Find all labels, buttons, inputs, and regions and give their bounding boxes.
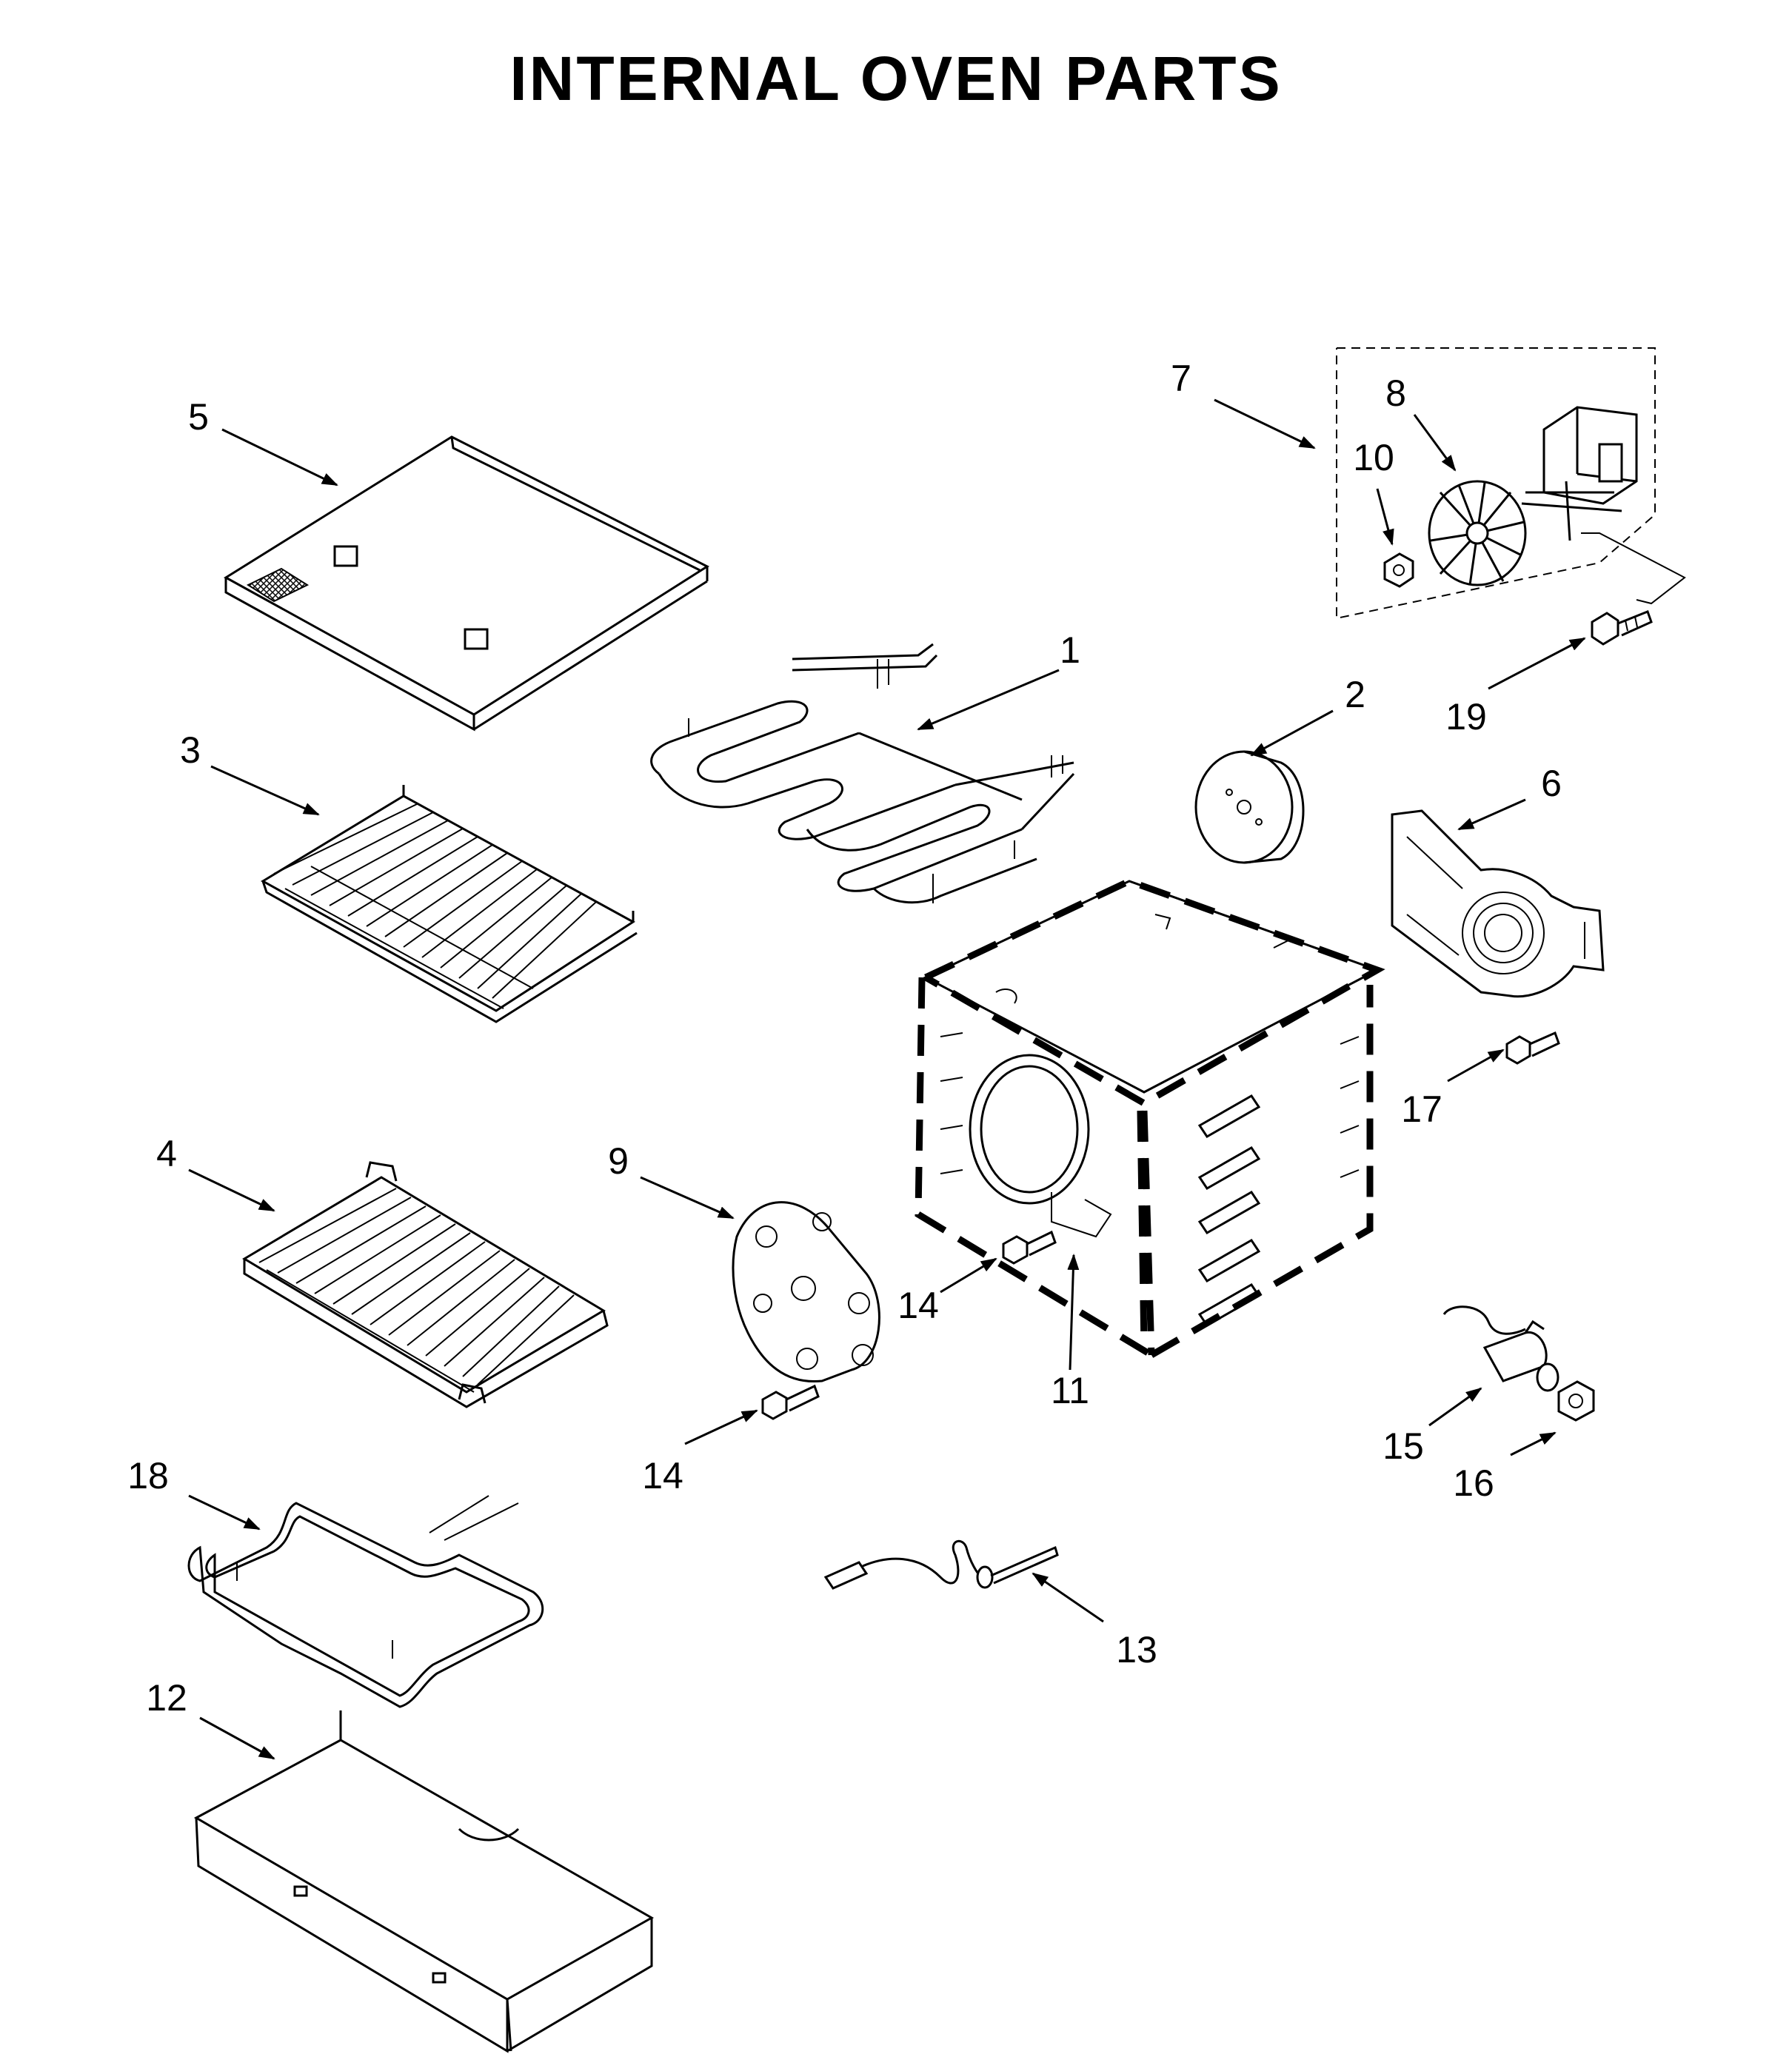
callout-15: 15: [1383, 1425, 1424, 1467]
callout-6: 6: [1541, 763, 1562, 804]
part-5-top-panel: [224, 435, 710, 732]
part-3-oven-rack: [261, 785, 638, 1023]
part-6-convection-shroud: [1391, 809, 1605, 998]
callout-9: 9: [608, 1140, 629, 1182]
part-7-convection-motor-assembly: [1336, 347, 1686, 620]
motor: [1521, 406, 1686, 605]
callout-16: 16: [1453, 1462, 1494, 1504]
callout-18: 18: [127, 1455, 169, 1496]
callout-14-cavity: 14: [897, 1285, 939, 1326]
callout-19: 19: [1445, 696, 1487, 737]
part-17-screw: [1505, 1031, 1560, 1065]
callout-14-lower: 14: [642, 1455, 683, 1496]
part-16-nut: [1557, 1380, 1595, 1422]
callout-labels: 5 1 2 3 4 7 8 10 6 9 19 17 11 14 14 15 1…: [127, 358, 1562, 1719]
part-12-bottom-tray: [193, 1710, 655, 2053]
part-10-nut: [1383, 552, 1414, 588]
callout-3: 3: [180, 729, 201, 771]
callout-8: 8: [1385, 372, 1406, 414]
callout-5: 5: [188, 396, 209, 438]
part-15-sensor: [1442, 1305, 1559, 1392]
page-title: INTERNAL OVEN PARTS: [509, 44, 1283, 113]
callout-1: 1: [1060, 629, 1080, 671]
callout-4: 4: [156, 1133, 177, 1174]
part-4-rollout-rack: [242, 1161, 609, 1408]
part-14-screw-lower: [761, 1384, 820, 1420]
callout-17: 17: [1401, 1088, 1442, 1130]
part-13-meat-probe: [823, 1539, 1059, 1590]
part-19-screw: [1591, 610, 1653, 646]
part-2-fan-disc: [1194, 750, 1305, 864]
callout-7: 7: [1171, 358, 1191, 399]
callout-2: 2: [1345, 674, 1365, 715]
callout-10: 10: [1353, 437, 1394, 478]
part-18-broil-element: [187, 1495, 544, 1708]
part-9-cover-plate: [732, 1201, 880, 1383]
callout-13: 13: [1116, 1629, 1157, 1670]
part-1-bake-element: [650, 643, 1075, 904]
part-11-oven-cavity: [915, 877, 1385, 1358]
callout-12: 12: [146, 1677, 187, 1719]
part-8-fan-blade: [1428, 480, 1527, 586]
part-14-screw-cavity: [1002, 1230, 1057, 1265]
callout-11: 11: [1051, 1370, 1089, 1411]
callout-leaders: [188, 398, 1586, 1760]
